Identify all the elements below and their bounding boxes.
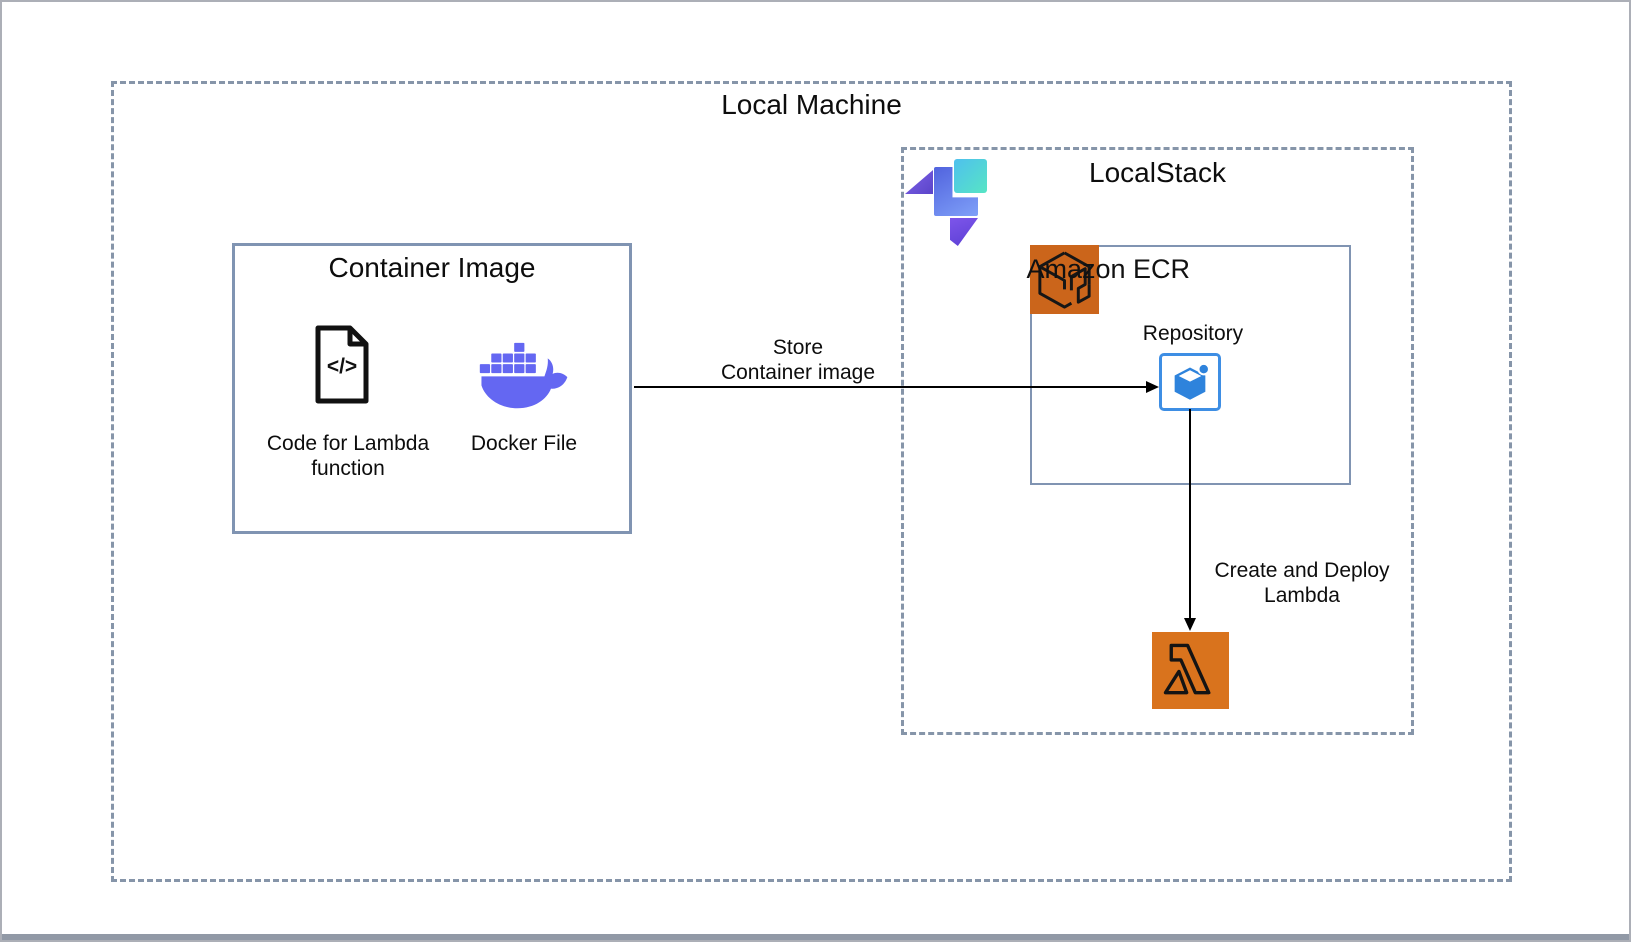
- localstack-logo-triangle-left: [905, 170, 933, 194]
- container-image-box: [232, 243, 632, 534]
- deploy-arrow-line: [1189, 409, 1191, 620]
- docker-whale-icon: [479, 342, 569, 412]
- deploy-arrow-head: [1184, 618, 1196, 631]
- local-machine-box: [111, 81, 1512, 882]
- store-arrow-label-line2: Container image: [720, 360, 876, 384]
- store-arrow-label: Store Container image: [668, 336, 928, 386]
- container-image-title: Container Image: [328, 252, 536, 283]
- store-arrow-head: [1146, 381, 1159, 393]
- localstack-logo-icon: [903, 157, 988, 247]
- store-arrow-line: [634, 386, 1146, 388]
- docker-file-label: Docker File: [470, 432, 578, 455]
- local-machine-title: Local Machine: [721, 89, 902, 120]
- localstack-logo-square: [954, 159, 987, 193]
- localstack-logo-triangle-bottom: [950, 218, 978, 246]
- store-arrow-label-line1: Store: [772, 336, 824, 359]
- repository-label: Repository: [1142, 322, 1244, 345]
- code-file-label: Code for Lambda function: [266, 432, 430, 480]
- amazon-ecr-service-icon: [1030, 245, 1099, 314]
- localstack-box: [901, 147, 1414, 735]
- window-bottom-edge: [2, 934, 1629, 940]
- code-file-icon: </>: [314, 325, 370, 404]
- aws-lambda-icon: [1152, 632, 1229, 709]
- localstack-title: LocalStack: [1089, 157, 1226, 188]
- deploy-arrow-label: Create and Deploy Lambda: [1172, 559, 1432, 609]
- deploy-arrow-label-line2: Lambda: [1264, 583, 1340, 607]
- code-glyph: </>: [327, 355, 357, 378]
- deploy-arrow-label-line1: Create and Deploy: [1214, 559, 1390, 582]
- ecr-repository-icon: [1159, 353, 1221, 411]
- amazon-ecr-title-text: Amazon ECR: [1026, 254, 1190, 284]
